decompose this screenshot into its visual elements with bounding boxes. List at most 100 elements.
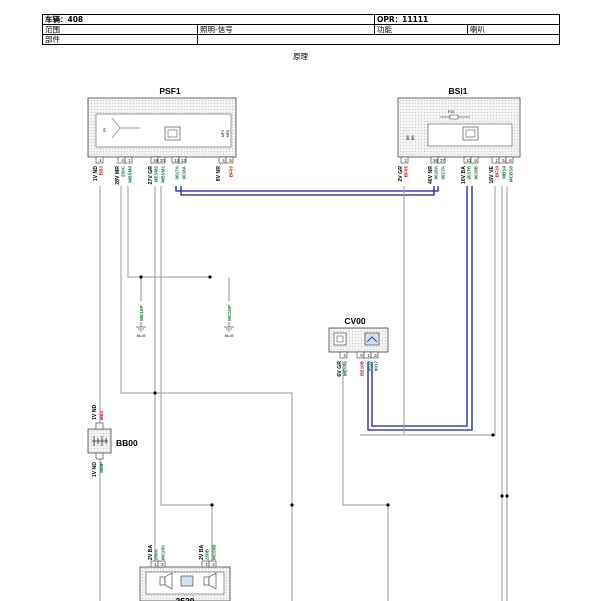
wire-code-green: 9018A (434, 165, 439, 179)
bb00-label: BB00 (116, 438, 138, 448)
pin-number: 5 (360, 353, 363, 358)
cv00-component: CV00 (328, 316, 389, 359)
splice-point (290, 503, 294, 507)
connector-label: 1V ND (92, 404, 98, 420)
splice-point (139, 275, 143, 279)
pin-number: 20 (160, 158, 165, 163)
wire-cv00-pin4 (342, 362, 389, 601)
bsi1-fuse-label: P10 (448, 110, 454, 114)
ground-code: ME10P (139, 304, 145, 321)
part-value (197, 34, 560, 45)
wire-code-red: BF05 (229, 166, 234, 178)
pin-number: 4 (343, 353, 346, 358)
bsi1-chip-icon (462, 126, 479, 141)
connector-label: 16V VE (489, 165, 495, 183)
wire-blue-9018a (180, 186, 435, 196)
ground-label: MLIM (225, 334, 234, 338)
wire-code-green: MBSM0 (128, 166, 133, 183)
wire-code-green: 9017B (467, 165, 472, 179)
speaker-display-icon (180, 575, 194, 587)
splice-point (153, 391, 157, 395)
ground-code: MC10P (227, 304, 233, 321)
connector-label: 6V GR (337, 361, 343, 377)
wire-code-green: MBS9 (502, 166, 507, 179)
battery-icon (92, 436, 108, 446)
splice-points (139, 275, 509, 507)
wire-bsi1-2v (360, 186, 405, 436)
wire-code-green: 9017 (374, 361, 379, 372)
pin-number: 1 (99, 158, 102, 163)
wire-psf1-mbsm (127, 186, 210, 278)
psf1-mf5-label: MF5 (226, 130, 230, 137)
psf1-fuse-label: F9 (103, 128, 107, 132)
splice-point (386, 503, 390, 507)
ground-label: MLIM (137, 334, 146, 338)
psf1-pin-boxes (95, 156, 234, 164)
bsi1-component: BSI1 P10 BB BB (397, 86, 521, 164)
wire-code-green: 9018A (182, 165, 187, 179)
pin-number: 2 (161, 562, 164, 567)
pin-number: 5 (229, 158, 232, 163)
wire-blue-9018b (367, 186, 473, 431)
speaker-label: 2520 (176, 596, 195, 601)
ground-me10p: ME10P MLIM (136, 304, 146, 338)
psf1-mf4-label: MF4 (221, 130, 225, 137)
pin-number: 1 (495, 158, 498, 163)
bb00-component: BB00 (87, 422, 138, 460)
cv00-label: CV00 (344, 316, 366, 326)
wire-code-green: MC250 (161, 545, 166, 560)
ground-mc10p: MC10P MLIM (224, 304, 234, 338)
splice-point (210, 503, 214, 507)
splice-point (500, 494, 504, 498)
connector-label: 8V NR (216, 166, 222, 182)
wire-code-green: 9017A (175, 165, 180, 179)
wire-blue-9017b (371, 186, 468, 427)
connector-label: 2V BA (199, 544, 205, 560)
bsi1-int-label-1: BB (406, 135, 410, 140)
pin-number: 1 (154, 562, 157, 567)
wire-code-red: BF10 (495, 166, 500, 178)
header-table: 车辆：408 OPR：11111 范围 照明-信号 功能 喇叭 部件 (42, 14, 560, 45)
wire-blue-9017a (175, 186, 439, 192)
wire-code-green: MC50B (212, 544, 217, 560)
wire-code-green: MBSM1 (161, 166, 166, 183)
pin-number: 19 (153, 158, 158, 163)
connector-label: 27V GR (148, 166, 154, 185)
connector-label: 2V GR (398, 166, 404, 182)
wire-code-red: BB3 (99, 410, 104, 420)
pin-number: 10 (466, 158, 471, 163)
ground-icon (136, 322, 146, 332)
pin-number: 13 (181, 158, 186, 163)
pin-number: 12 (174, 158, 179, 163)
wire-psf1-pin4 (120, 186, 293, 601)
diagram-title: 原理 (293, 52, 308, 61)
pin-number: 3 (374, 353, 377, 358)
wire-code-green: MMP (99, 462, 104, 473)
wire-code-green: 9018B (474, 165, 479, 179)
connector-label: 10V BA (461, 166, 467, 184)
wires (99, 186, 508, 601)
connector-label: 1V ND (93, 166, 99, 182)
wire-code-green: MESM2 (154, 166, 159, 183)
wire-code-green: 9018 (367, 361, 372, 372)
ground-icon (224, 322, 234, 332)
bsi1-label: BSI1 (449, 86, 468, 96)
horn-icon (159, 572, 173, 590)
pin-number: 9 (474, 158, 477, 163)
pin-number: 5 (502, 158, 505, 163)
horn-icon (203, 572, 217, 590)
pin-number: 4 (222, 158, 225, 163)
wire-code-red: BB3 (99, 166, 104, 176)
pin-number: 36 (433, 158, 438, 163)
psf1-internal-board (95, 113, 232, 148)
bsi1-int-label-2: BB (411, 135, 415, 140)
splice-point (491, 433, 495, 437)
cv00-display-icon (364, 332, 380, 346)
pin-number: 1 (128, 158, 131, 163)
psf1-component: PSF1 F9 MF4 MF5 (87, 86, 237, 164)
wire-code-green: 9017A (441, 165, 446, 179)
pin-number: 6 (509, 158, 512, 163)
pin-number: 4 (121, 158, 124, 163)
